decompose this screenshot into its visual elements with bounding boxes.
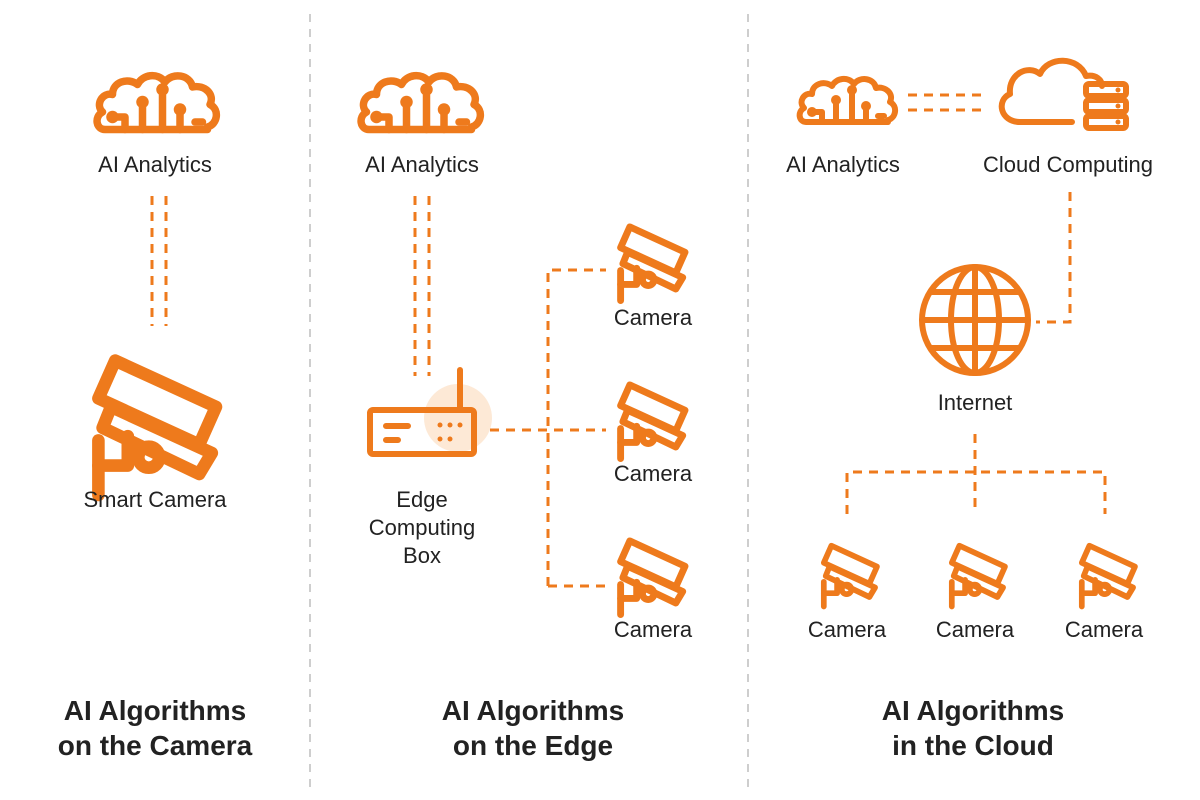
security-camera-icon xyxy=(98,361,216,495)
camera-label: Camera xyxy=(614,461,693,486)
cloud-computing-label: Cloud Computing xyxy=(983,152,1153,177)
panel-title-line-1: AI Algorithms xyxy=(64,695,247,726)
edge-box-label-line-3: Box xyxy=(403,543,441,568)
ai-analytics-label: AI Analytics xyxy=(98,152,212,177)
camera-label: Camera xyxy=(936,617,1015,642)
security-camera-icon xyxy=(621,541,685,615)
connector-line xyxy=(845,470,1107,514)
camera-label: Camera xyxy=(614,305,693,330)
brain-circuit-icon xyxy=(361,76,480,130)
connector-line xyxy=(1036,192,1072,324)
panel-edge: AI Analytics Edge Computing Box Camera C… xyxy=(361,76,693,761)
connector-line xyxy=(546,268,606,586)
camera-label: Camera xyxy=(614,617,693,642)
security-camera-icon xyxy=(824,546,877,607)
panel-title-line-2: in the Cloud xyxy=(892,730,1054,761)
panel-cloud: AI Analytics Cloud Computing Internet xyxy=(786,57,1153,761)
panel-title-line-1: AI Algorithms xyxy=(882,695,1065,726)
smart-camera-label: Smart Camera xyxy=(83,487,227,512)
panel-camera: AI Analytics Smart Camera AI Algorithms … xyxy=(58,76,253,761)
security-camera-icon xyxy=(952,546,1005,607)
ai-analytics-label: AI Analytics xyxy=(365,152,479,177)
cloud-server-icon xyxy=(998,57,1129,131)
security-camera-icon xyxy=(1082,546,1135,607)
camera-label: Camera xyxy=(808,617,887,642)
brain-circuit-icon xyxy=(800,79,895,122)
edge-box-label-line-1: Edge xyxy=(396,487,447,512)
brain-circuit-icon xyxy=(97,76,216,130)
security-camera-icon xyxy=(621,385,685,459)
panel-title-line-2: on the Camera xyxy=(58,730,253,761)
internet-label: Internet xyxy=(938,390,1013,415)
edge-box-label-line-2: Computing xyxy=(369,515,475,540)
security-camera-icon xyxy=(621,227,685,301)
edge-box-icon xyxy=(367,367,492,457)
camera-label: Camera xyxy=(1065,617,1144,642)
panel-title-line-2: on the Edge xyxy=(453,730,613,761)
globe-icon xyxy=(919,264,1031,376)
panel-title-line-1: AI Algorithms xyxy=(442,695,625,726)
ai-analytics-label: AI Analytics xyxy=(786,152,900,177)
